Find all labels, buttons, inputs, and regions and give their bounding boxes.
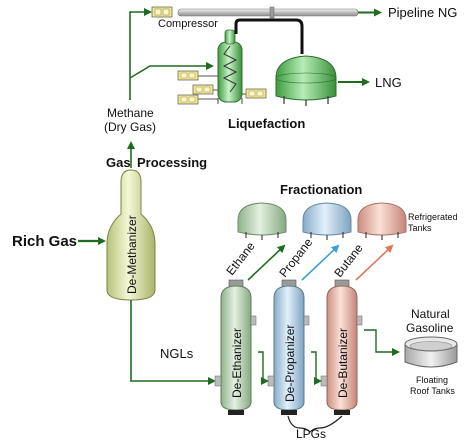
gas-label: Gas <box>106 155 131 170</box>
floating-roof-tank-icon <box>404 336 458 368</box>
natural-label: Natural <box>411 307 450 321</box>
de-ethanizer-column <box>214 279 257 415</box>
lng-label: LNG <box>375 75 402 90</box>
ethane-tank-icon <box>237 202 287 240</box>
ngls-label: NGLs <box>160 346 194 361</box>
rich-gas-label: Rich Gas <box>12 233 77 250</box>
liquefaction-to-pipeline-pipe <box>234 18 304 54</box>
methane-flow-lines <box>129 8 214 100</box>
tanks-label: Tanks <box>408 223 432 233</box>
gasoline-label: Gasoline <box>406 321 454 335</box>
processing-label: Processing <box>137 155 207 170</box>
de-methanizer-column <box>106 169 156 301</box>
bottoms-transfer-lines <box>258 329 400 385</box>
de-propanizer-label: De-Propanizer <box>283 325 297 402</box>
lpgs-label: LPGs <box>296 427 326 440</box>
liquefaction-label: Liquefaction <box>228 116 305 131</box>
de-propanizer-column <box>267 279 310 415</box>
propane-arrow <box>301 244 340 281</box>
liquefaction-exchanger <box>217 29 243 104</box>
de-methanizer-label: De-Methanizer <box>125 215 139 294</box>
refrigerant-compressor-icons <box>177 70 267 105</box>
dry-gas-label: (Dry Gas) <box>104 120 156 134</box>
compressor-label: Compressor <box>158 18 218 30</box>
lng-tank-icon <box>275 55 337 106</box>
compressor-icon <box>151 6 173 18</box>
butane-arrow <box>355 244 394 281</box>
ethane-label: Ethane <box>223 239 258 278</box>
floating-label: Floating <box>416 375 448 385</box>
pipeline-ng-label: Pipeline NG <box>388 5 457 20</box>
propane-tank-icon <box>302 202 352 240</box>
fractionation-label: Fractionation <box>280 182 362 197</box>
de-butanizer-column <box>320 279 363 415</box>
ethane-arrow <box>247 244 286 281</box>
roof-tanks-label: Roof Tanks <box>410 386 455 396</box>
de-butanizer-label: De-Butanizer <box>336 328 350 398</box>
de-ethanizer-label: De-Ethanizer <box>230 328 244 398</box>
refrigerated-label: Refrigerated <box>408 212 458 222</box>
lpgs-bracket <box>287 415 343 433</box>
ngl-flow-line <box>130 300 216 385</box>
pipeline-ng-line <box>177 6 382 19</box>
methane-label: Methane <box>107 106 154 120</box>
butane-tank-icon <box>357 202 407 240</box>
